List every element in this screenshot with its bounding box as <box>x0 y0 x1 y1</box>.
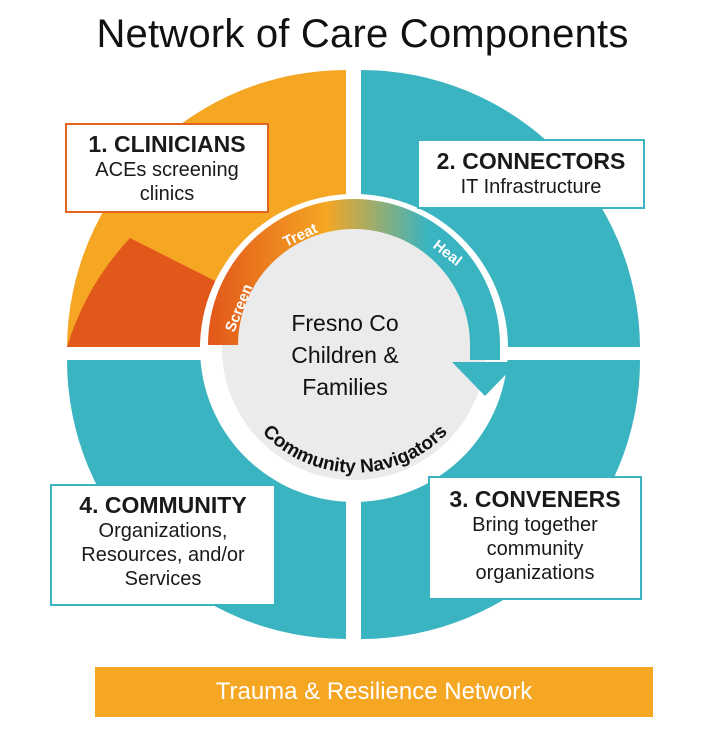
heal-arrow-head <box>452 362 518 396</box>
component-desc-line: community <box>486 538 584 560</box>
component-box-community: 4. COMMUNITY Organizations, Resources, a… <box>50 484 276 606</box>
center-circle <box>222 216 486 480</box>
component-desc-line: Organizations, <box>98 520 228 542</box>
component-box-clinicians: 1. CLINICIANS ACEs screening clinics <box>65 123 269 213</box>
network-banner: Trauma & Resilience Network <box>95 667 653 717</box>
center-line: Families <box>302 374 388 400</box>
component-desc-line: clinics <box>139 183 195 205</box>
center-line: Children & <box>291 342 399 368</box>
component-box-conveners: 3. CONVENERS Bring together community or… <box>428 476 642 600</box>
component-box-connectors: 2. CONNECTORS IT Infrastructure <box>417 139 645 209</box>
component-heading: 4. COMMUNITY <box>79 492 247 518</box>
page-title: Network of Care Components <box>96 12 629 56</box>
component-desc-line: Bring together <box>472 514 598 536</box>
component-desc-line: ACEs screening <box>95 159 239 181</box>
component-desc-line: Resources, and/or <box>81 544 245 566</box>
component-heading: 2. CONNECTORS <box>436 148 626 174</box>
component-heading: 3. CONVENERS <box>449 486 621 512</box>
center-label: Fresno Co Children & Families <box>260 307 430 403</box>
component-desc-line: Services <box>124 568 202 590</box>
component-heading: 1. CLINICIANS <box>88 131 246 157</box>
component-desc-line: organizations <box>475 562 595 584</box>
care-progress-arc <box>208 199 500 360</box>
component-desc-line: IT Infrastructure <box>460 176 602 198</box>
center-line: Fresno Co <box>291 310 399 336</box>
